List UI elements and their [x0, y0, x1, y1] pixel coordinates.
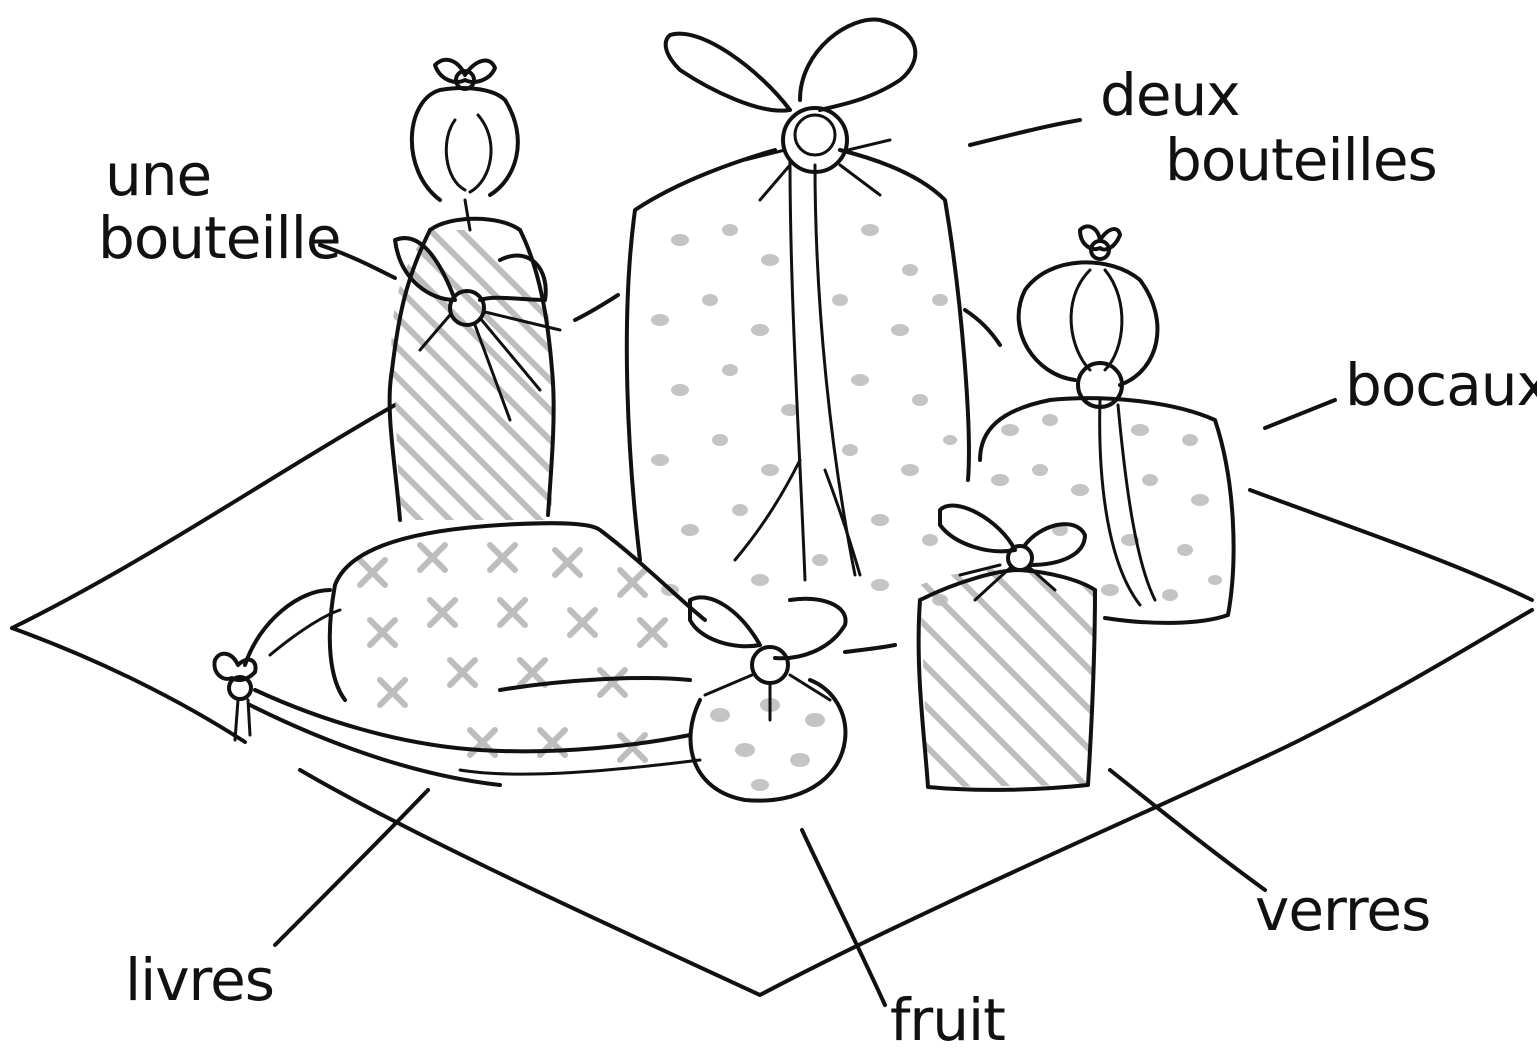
books-wrap	[212, 521, 707, 787]
leader-bocaux	[1263, 398, 1337, 430]
label-bouteille: bouteille	[98, 204, 341, 272]
leader-lines	[273, 118, 1337, 1007]
label-verres: verres	[1255, 876, 1430, 944]
leader-bottle-right	[963, 308, 1002, 347]
labels: une bouteille deux bouteilles bocaux liv…	[98, 61, 1537, 1052]
jars-wrap	[978, 224, 1236, 625]
cloth-sheet	[10, 403, 1534, 997]
two-bottles-wrap	[624, 17, 971, 606]
single-bottle-wrap	[387, 57, 562, 522]
leader-une-bouteille	[318, 243, 397, 280]
leader-verres	[1108, 768, 1267, 892]
leader-bottle-left	[573, 293, 620, 322]
leader-fruit	[800, 828, 887, 1007]
label-bocaux: bocaux	[1345, 351, 1537, 419]
fruit-wrap	[688, 595, 848, 803]
leader-deux-bouteilles	[968, 118, 1082, 147]
label-fruit: fruit	[890, 986, 1005, 1052]
label-livres: livres	[125, 946, 274, 1014]
label-deux: deux	[1100, 61, 1240, 129]
label-bouteilles: bouteilles	[1165, 126, 1437, 194]
label-une: une	[105, 141, 211, 209]
leader-fruit-bottle	[843, 643, 897, 654]
leader-livres	[273, 788, 430, 947]
glasses-wrap	[916, 503, 1097, 792]
